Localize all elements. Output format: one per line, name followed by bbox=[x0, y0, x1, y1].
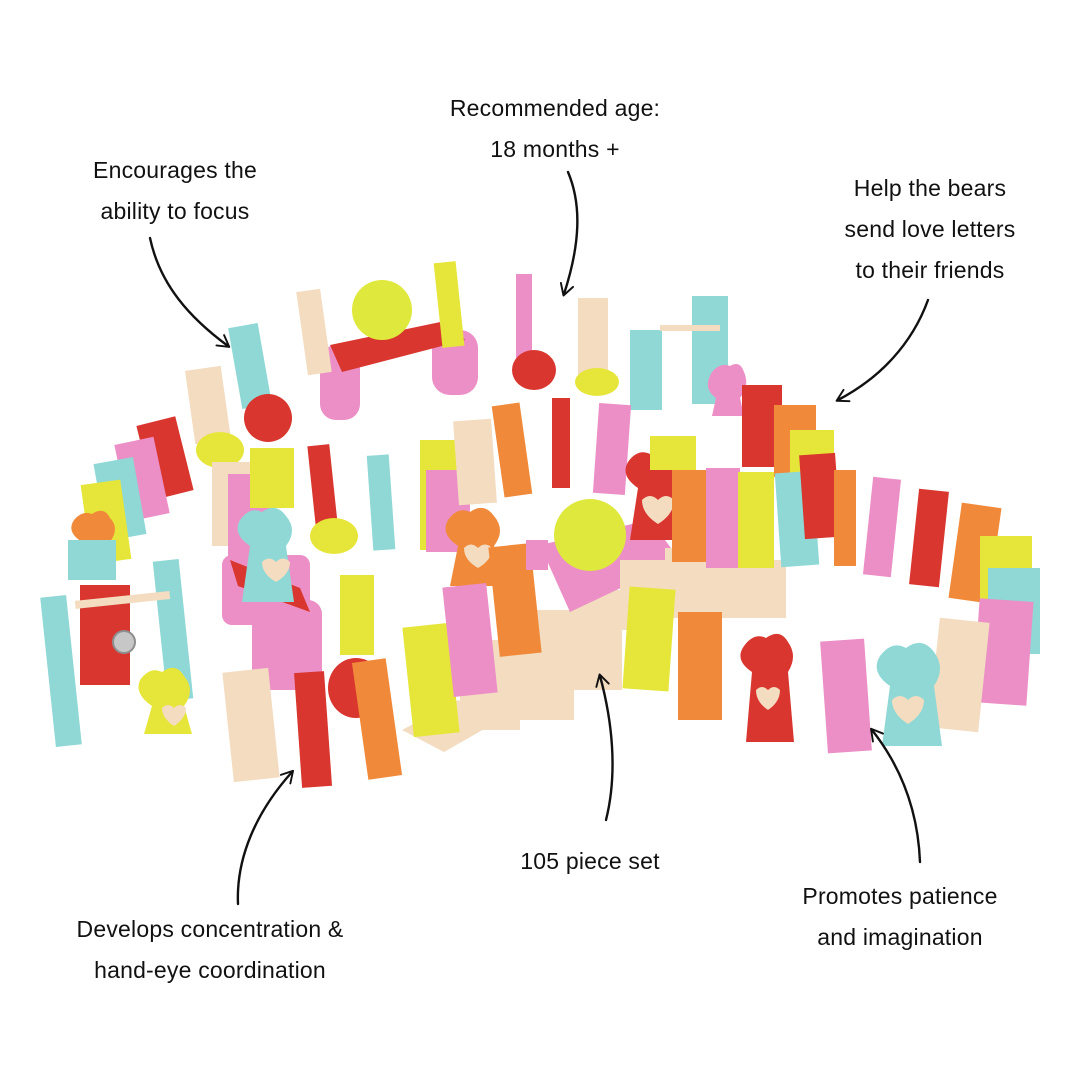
callout-age-line1: Recommended age: bbox=[449, 95, 661, 121]
callout-patience-line2: and imagination bbox=[817, 924, 983, 950]
callout-patience-line1: Promotes patience bbox=[802, 883, 998, 909]
callout-bears-line2: send love letters bbox=[844, 216, 1016, 242]
callout-concentration-line1: Develops concentration & bbox=[76, 916, 344, 942]
back-row-dominoes bbox=[185, 261, 834, 484]
callout-age-line2: 18 months + bbox=[490, 136, 620, 162]
callout-bears-line1: Help the bears bbox=[853, 175, 1007, 201]
left-arc-dominoes bbox=[40, 416, 194, 747]
arrow-age bbox=[559, 170, 579, 297]
arrow-pieces bbox=[595, 673, 614, 822]
arrow-concentration bbox=[236, 769, 295, 906]
callout-focus-line2: ability to focus bbox=[100, 198, 250, 224]
callout-piece-count: 105 piece set bbox=[470, 841, 710, 882]
callout-bears-line3: to their friends bbox=[855, 257, 1005, 283]
arrow-focus bbox=[148, 236, 231, 348]
right-arc-dominoes bbox=[740, 476, 1040, 754]
callout-pieces-line1: 105 piece set bbox=[520, 848, 660, 874]
callout-focus-line1: Encourages the bbox=[93, 157, 257, 183]
callout-focus: Encourages the ability to focus bbox=[40, 150, 310, 232]
middle-cluster-dominoes bbox=[212, 398, 856, 788]
callout-concentration: Develops concentration & hand-eye coordi… bbox=[20, 909, 400, 991]
callout-concentration-line2: hand-eye coordination bbox=[94, 957, 326, 983]
bell-icon bbox=[112, 630, 136, 654]
callout-arrows bbox=[148, 170, 930, 906]
arrow-patience bbox=[870, 727, 922, 864]
yellow-ball-icon bbox=[352, 280, 412, 340]
bear-domino-icon bbox=[707, 364, 747, 416]
arrow-bears bbox=[835, 298, 930, 403]
callout-bears: Help the bears send love letters to thei… bbox=[790, 168, 1070, 291]
callout-recommended-age: Recommended age: 18 months + bbox=[405, 88, 705, 170]
callout-patience: Promotes patience and imagination bbox=[760, 876, 1040, 958]
